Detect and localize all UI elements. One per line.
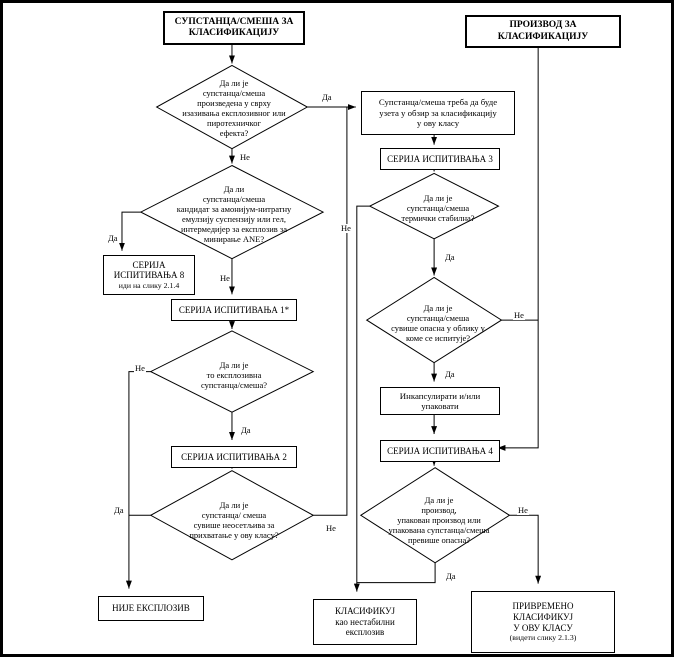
- test-series-4-box: СЕРИЈА ИСПИТИВАЊА 4: [380, 440, 500, 462]
- flow-connectors: [119, 44, 542, 592]
- not-explosive-box: НИЈЕ ЕКСПЛОЗИВ: [98, 596, 204, 621]
- connector-line: [125, 371, 151, 589]
- edge-label-yes: Да: [445, 571, 457, 581]
- question-thermally-stable: Да ли је супстанца/смеша термички стабил…: [401, 192, 475, 223]
- connector-line: [509, 514, 542, 584]
- decision-diamond: [365, 276, 503, 364]
- decision-diamond: [155, 64, 309, 150]
- test-series-8-title: СЕРИЈА ИСПИТИВАЊА 8: [113, 259, 185, 281]
- provisional-classify-note: (видети слику 2.1.3): [509, 633, 577, 643]
- test-series-8-box: СЕРИЈА ИСПИТИВАЊА 8 иди на слику 2.1.4: [103, 255, 195, 295]
- edge-label-no: Не: [134, 363, 146, 373]
- test-series-1-box: СЕРИЈА ИСПИТИВАЊА 1*: [171, 299, 297, 321]
- connector-line: [353, 205, 370, 592]
- test-series-8-note: иди на слику 2.1.4: [118, 281, 180, 291]
- question-packaged-too-dangerous: Да ли је производ, упакован производ или…: [388, 494, 490, 546]
- decision-diamond: [359, 467, 511, 564]
- question-is-explosive: Да ли је то експлозивна супстанца/смеша?: [200, 359, 268, 390]
- decision-diamond: [139, 164, 325, 260]
- edge-label-no: Не: [517, 505, 529, 515]
- question-too-insensitive: Да ли је супстанца/ смеша сувише неосетљ…: [189, 499, 279, 541]
- connector-line: [119, 211, 141, 251]
- edge-label-yes: Да: [240, 425, 252, 435]
- edge-label-no: Не: [325, 523, 337, 533]
- decision-diamond: [368, 172, 500, 240]
- question-ane-candidate: Да ли супстанца/смеша кандидат за амониј…: [176, 183, 292, 245]
- edge-label-no: Не: [340, 223, 352, 233]
- provisional-classify-title: ПРИВРЕМЕНО КЛАСИФИКУЈ У ОВУ КЛАСУ: [512, 601, 574, 633]
- considered-for-class-box: Супстанца/смеша треба да буде узета у об…: [361, 91, 515, 135]
- start-substance-box: СУПСТАНЦА/СМЕША ЗА КЛАСИФИКАЦИЈУ: [163, 11, 305, 45]
- start-article-box: ПРОИЗВОД ЗА КЛАСИФИКАЦИЈУ: [465, 15, 621, 48]
- edge-label-yes: Да: [113, 505, 125, 515]
- connector-line: [497, 47, 539, 451]
- edge-label-yes: Да: [444, 252, 456, 262]
- edge-label-yes: Да: [107, 233, 119, 243]
- edge-label-no: Не: [513, 310, 525, 320]
- test-series-3-box: СЕРИЈА ИСПИТИВАЊА 3: [380, 148, 500, 170]
- provisional-classify-box: ПРИВРЕМЕНО КЛАСИФИКУЈ У ОВУ КЛАСУ (видет…: [471, 591, 615, 653]
- question-too-dangerous-form: Да ли је супстанца/смеша сувише опасна у…: [391, 302, 485, 344]
- test-series-2-box: СЕРИЈА ИСПИТИВАЊА 2: [171, 446, 297, 468]
- connector-line: [356, 562, 436, 584]
- edge-label-no: Не: [239, 152, 251, 162]
- question-explosive-purpose: Да ли је супстанца/смеша произведена у с…: [182, 77, 286, 139]
- encapsulate-box: Инкапсулирати и/или упаковати: [380, 387, 500, 415]
- edge-label-no: Не: [219, 273, 231, 283]
- connector-line: [313, 107, 348, 516]
- edge-label-yes: Да: [321, 92, 333, 102]
- classify-unstable-box: КЛАСИФИКУЈ као нестабилни експлозив: [313, 599, 417, 645]
- edge-label-yes: Да: [444, 369, 456, 379]
- decision-diamond: [149, 330, 315, 413]
- decision-diamond: [149, 470, 315, 561]
